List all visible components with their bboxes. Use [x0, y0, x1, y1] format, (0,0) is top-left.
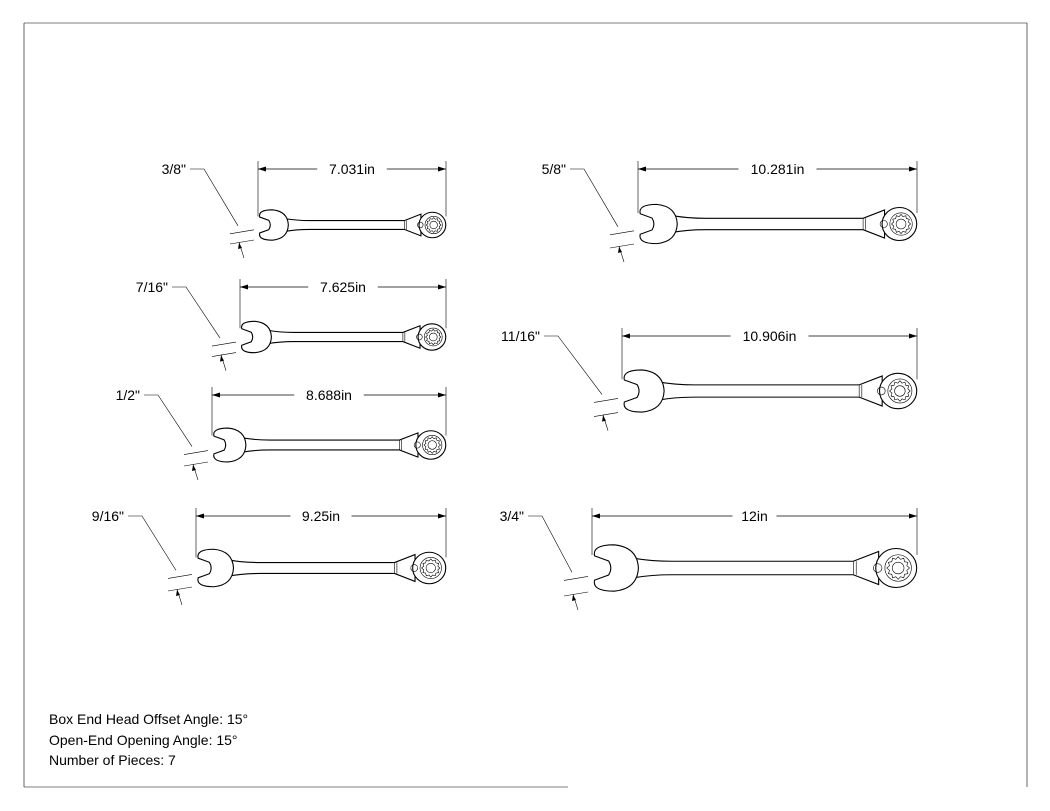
- length-dimension: 10.281in: [637, 161, 918, 213]
- length-dimension: 7.031in: [257, 161, 447, 217]
- ratchet-gear: [421, 558, 441, 578]
- arrowhead-right: [909, 333, 917, 339]
- ratchet-ring: [884, 554, 912, 582]
- wrench-body: [197, 548, 447, 588]
- wrench-body: [593, 544, 918, 592]
- ratchet-gear: [425, 217, 442, 233]
- wrench-5: 10.281in 5/8": [542, 161, 918, 263]
- length-label: 9.25in: [302, 508, 340, 524]
- specification-notes: Box End Head Offset Angle: 15° Open-End …: [49, 709, 248, 771]
- offset-angle-note: Box End Head Offset Angle: 15°: [49, 711, 249, 727]
- ratchet-ring: [424, 216, 443, 234]
- size-callout: 11/16": [501, 328, 619, 431]
- wrench-body: [241, 320, 447, 354]
- length-dimension: 8.688in: [211, 387, 447, 436]
- length-label: 10.906in: [743, 328, 797, 344]
- size-label: 3/4": [500, 508, 524, 524]
- wrench-body: [258, 209, 447, 241]
- size-callout: 7/16": [136, 279, 237, 371]
- length-label: 12in: [741, 508, 767, 524]
- length-label: 10.281in: [751, 161, 805, 177]
- ratchet-ring: [423, 327, 443, 347]
- length-label: 8.688in: [306, 387, 352, 403]
- ratchet-gear: [886, 556, 910, 580]
- pieces-note: Number of Pieces: 7: [49, 752, 176, 768]
- ratchet-gear: [425, 328, 442, 346]
- size-callout: 3/8": [162, 161, 255, 259]
- size-callout: 9/16": [92, 508, 193, 606]
- wrench-7: 12in 3/4": [500, 508, 918, 611]
- length-dimension: 7.625in: [239, 279, 447, 329]
- arrowhead-right: [438, 284, 446, 290]
- arrowhead-right: [438, 392, 446, 398]
- ratchet-gear: [891, 213, 912, 235]
- wrench-body: [623, 369, 918, 413]
- ratchet-ring: [887, 378, 913, 404]
- length-dimension: 12in: [591, 508, 918, 555]
- wrench-3: 8.688in 1/2": [116, 387, 447, 481]
- reverse-lever: [417, 221, 424, 229]
- size-label: 9/16": [92, 508, 124, 524]
- size-callout: 3/4": [500, 508, 589, 611]
- reverse-lever: [413, 441, 421, 449]
- wrench-6: 10.906in 11/16": [501, 328, 918, 431]
- size-callout: 5/8": [542, 161, 635, 263]
- wrench-1: 7.031in 3/8": [162, 161, 447, 259]
- wrench-4: 9.25in 9/16": [92, 508, 447, 606]
- size-callout: 1/2": [116, 387, 209, 481]
- reverse-lever: [410, 564, 419, 572]
- reverse-lever: [879, 220, 888, 228]
- size-label: 11/16": [501, 328, 540, 344]
- opening-angle-note: Open-End Opening Angle: 15°: [49, 731, 238, 748]
- ratchet-ring: [422, 435, 443, 455]
- size-label: 3/8": [162, 161, 186, 177]
- length-dimension: 9.25in: [195, 508, 447, 558]
- arrowhead-left: [258, 166, 266, 172]
- length-label: 7.625in: [320, 279, 366, 295]
- wrench-2: 7.625in 7/16": [136, 279, 447, 371]
- arrowhead-right: [909, 513, 917, 519]
- wrench-layer: 7.031in 3/8" 7.625in 7/16" 8.688in 1/2" 9.25in…: [92, 161, 918, 611]
- ratchet-gear: [423, 436, 441, 454]
- arrowhead-left: [638, 166, 646, 172]
- arrowhead-right: [438, 166, 446, 172]
- length-label: 7.031in: [329, 161, 375, 177]
- size-label: 5/8": [542, 161, 566, 177]
- arrowhead-left: [622, 333, 630, 339]
- reverse-lever: [416, 333, 423, 341]
- reverse-lever: [877, 386, 886, 396]
- sheet-border: [23, 22, 1028, 788]
- ratchet-gear: [889, 380, 911, 402]
- arrowhead-left: [212, 392, 220, 398]
- size-label: 7/16": [136, 279, 168, 295]
- size-label: 1/2": [116, 387, 140, 403]
- reverse-lever: [873, 563, 883, 573]
- arrowhead-right: [438, 513, 446, 519]
- ratchet-ring: [419, 556, 442, 580]
- arrowhead-right: [909, 166, 917, 172]
- ratchet-ring: [889, 212, 913, 236]
- arrowhead-left: [592, 513, 600, 519]
- wrench-body: [213, 427, 447, 463]
- arrowhead-left: [196, 513, 204, 519]
- arrowhead-left: [240, 284, 248, 290]
- wrench-body: [639, 203, 918, 245]
- length-dimension: 10.906in: [621, 328, 918, 380]
